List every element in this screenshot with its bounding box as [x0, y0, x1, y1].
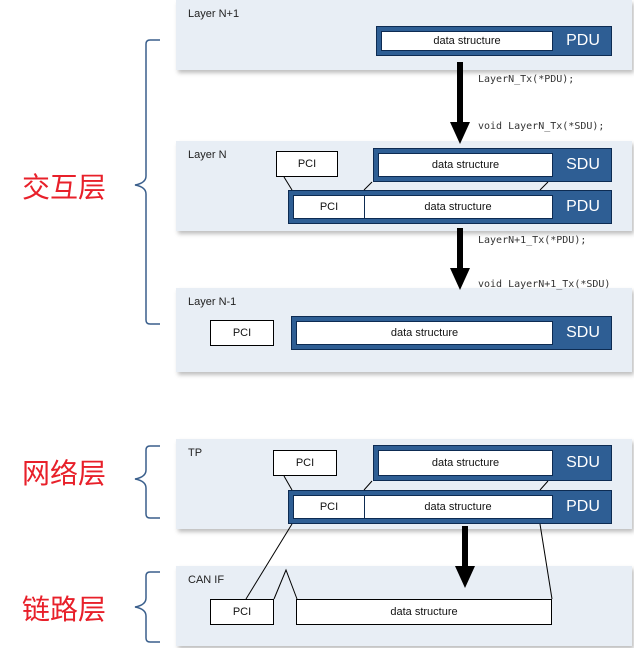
sdu-data-area: data structure	[378, 153, 553, 177]
canif-layer-panel: CAN IF PCI data structure	[176, 566, 632, 646]
interaction-layer-label: 交互层	[22, 171, 107, 204]
network-layer-brace	[134, 445, 160, 519]
data-structure-label: data structure	[431, 159, 500, 171]
layer-n-plus-1-panel: Layer N+1 data structure PDU	[176, 0, 632, 70]
data-structure-label: data structure	[424, 201, 492, 213]
link-layer-label: 链路层	[22, 593, 107, 626]
pdu-data-area: PCI data structure	[293, 495, 553, 519]
data-structure-label: data structure	[433, 35, 501, 47]
tx-call-label: LayerN_Tx(*PDU);	[478, 74, 575, 85]
sdu-frame: data structure SDU	[373, 445, 612, 481]
sdu-frame: data structure SDU	[291, 316, 612, 350]
layer-n-panel: Layer N PCI data structure SDU PCI data …	[176, 141, 632, 231]
pci-segment: PCI	[294, 196, 365, 218]
data-structure-label: data structure	[431, 457, 500, 469]
pci-box: PCI	[273, 450, 337, 476]
rx-call-label: void LayerN_Tx(*SDU);	[478, 121, 605, 132]
data-structure-label: data structure	[424, 501, 492, 513]
pdu-data-area: data structure	[381, 31, 553, 51]
pci-box: PCI	[210, 599, 274, 625]
rx-call-label: void LayerN+1_Tx(*SDU)	[478, 279, 611, 290]
layer-n-minus-1-panel: Layer N-1 PCI data structure SDU	[176, 288, 632, 372]
sdu-data-area: data structure	[296, 321, 553, 345]
interaction-layer-brace	[134, 39, 160, 325]
down-arrow-icon	[450, 62, 470, 144]
layer-title: Layer N	[188, 149, 227, 161]
pdu-tag: PDU	[566, 32, 600, 49]
layer-title: CAN IF	[188, 574, 225, 586]
network-layer-label: 网络层	[22, 457, 107, 490]
sdu-tag: SDU	[566, 324, 600, 341]
down-arrow-icon	[450, 228, 470, 290]
pdu-tag: PDU	[566, 198, 600, 215]
sdu-data-area: data structure	[378, 450, 553, 476]
pdu-frame: PCI data structure PDU	[288, 190, 612, 224]
data-structure-box: data structure	[296, 599, 552, 625]
pci-segment: PCI	[294, 496, 365, 518]
link-layer-brace	[134, 571, 160, 643]
layer-title: Layer N-1	[188, 296, 237, 308]
pdu-data-area: PCI data structure	[293, 195, 553, 219]
pdu-frame: PCI data structure PDU	[288, 490, 612, 524]
layer-title: Layer N+1	[188, 8, 240, 20]
pdu-frame: data structure PDU	[376, 26, 612, 56]
tx-call-label: LayerN+1_Tx(*PDU);	[478, 235, 587, 246]
data-structure-label: data structure	[390, 327, 459, 339]
pci-box: PCI	[210, 320, 274, 346]
sdu-tag: SDU	[566, 454, 600, 471]
pdu-tag: PDU	[566, 498, 600, 515]
layer-title: TP	[188, 447, 203, 459]
pci-box: PCI	[276, 151, 338, 177]
tp-layer-panel: TP PCI data structure SDU PCI data struc…	[176, 439, 632, 529]
sdu-tag: SDU	[566, 156, 600, 173]
sdu-frame: data structure SDU	[373, 148, 612, 182]
